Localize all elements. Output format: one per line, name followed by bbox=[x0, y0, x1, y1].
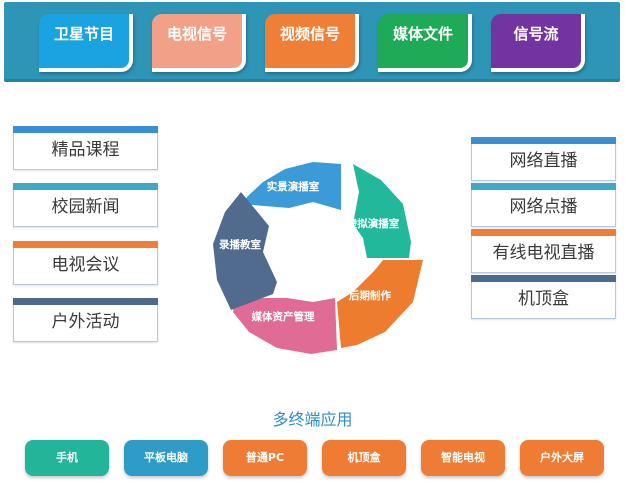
left-item-tv-conference[interactable]: 电视会议 bbox=[13, 241, 158, 285]
ring-label-virtual-studio: 虚拟演播室 bbox=[347, 217, 400, 230]
item-stripe bbox=[13, 241, 158, 248]
terminal-button-pc[interactable]: 普通PC bbox=[223, 440, 307, 476]
right-item-live-stream[interactable]: 网络直播 bbox=[471, 137, 616, 181]
left-item-campus-news[interactable]: 校园新闻 bbox=[13, 183, 158, 227]
source-tab-satellite[interactable]: 卫星节目 bbox=[39, 14, 133, 72]
right-item-label: 有线电视直播 bbox=[492, 243, 595, 263]
terminal-button-outdoor-screen[interactable]: 户外大屏 bbox=[520, 440, 604, 476]
ring-label-real-studio: 实景演播室 bbox=[267, 180, 320, 193]
item-stripe bbox=[13, 298, 158, 305]
left-item-outdoor-activity[interactable]: 户外活动 bbox=[13, 298, 158, 342]
ring-center-hole bbox=[269, 208, 357, 296]
right-item-cable-tv-live[interactable]: 有线电视直播 bbox=[471, 229, 616, 273]
multi-terminal-title: 多终端应用 bbox=[272, 410, 353, 429]
right-item-vod[interactable]: 网络点播 bbox=[471, 183, 616, 227]
source-tab-tv-signal[interactable]: 电视信号 bbox=[152, 14, 246, 72]
left-item-label: 精品课程 bbox=[51, 140, 120, 160]
item-stripe bbox=[471, 229, 616, 236]
ring-segment-real-studio[interactable] bbox=[241, 162, 341, 210]
ring-label-post-production: 后期制作 bbox=[349, 289, 391, 302]
right-item-label: 网络直播 bbox=[509, 151, 578, 171]
item-stripe bbox=[471, 183, 616, 190]
left-item-label: 户外活动 bbox=[51, 312, 120, 332]
right-item-label: 网络点播 bbox=[509, 197, 578, 217]
terminal-button-phone[interactable]: 手机 bbox=[25, 440, 109, 476]
signal-source-bar: 卫星节目 电视信号 视频信号 媒体文件 信号流 bbox=[4, 2, 620, 82]
terminal-button-set-top-box[interactable]: 机顶盒 bbox=[322, 440, 406, 476]
production-ring: 实景演播室 虚拟演播室 后期制作 媒体资产管理 录播教室 bbox=[213, 162, 423, 354]
item-stripe bbox=[13, 183, 158, 190]
source-tab-signal-stream[interactable]: 信号流 bbox=[491, 14, 585, 72]
item-stripe bbox=[13, 126, 158, 133]
item-stripe bbox=[471, 275, 616, 282]
terminal-button-smart-tv[interactable]: 智能电视 bbox=[421, 440, 505, 476]
left-item-quality-course[interactable]: 精品课程 bbox=[13, 126, 158, 170]
ring-segment-post-production[interactable] bbox=[337, 260, 423, 348]
ring-label-media-asset: 媒体资产管理 bbox=[251, 310, 315, 323]
source-tab-media-files[interactable]: 媒体文件 bbox=[378, 14, 472, 72]
source-tab-video-signal[interactable]: 视频信号 bbox=[265, 14, 359, 72]
ring-label-recording-classroom: 录播教室 bbox=[219, 238, 261, 251]
left-item-label: 校园新闻 bbox=[51, 197, 120, 217]
right-item-set-top-box[interactable]: 机顶盒 bbox=[471, 275, 616, 319]
ring-segment-media-asset[interactable] bbox=[233, 298, 337, 354]
ring-segment-recording-classroom[interactable] bbox=[213, 192, 277, 310]
ring-segment-virtual-studio[interactable] bbox=[353, 164, 411, 258]
item-stripe bbox=[471, 137, 616, 144]
terminal-button-tablet[interactable]: 平板电脑 bbox=[124, 440, 208, 476]
left-item-label: 电视会议 bbox=[51, 255, 120, 275]
right-item-label: 机顶盒 bbox=[518, 289, 569, 309]
